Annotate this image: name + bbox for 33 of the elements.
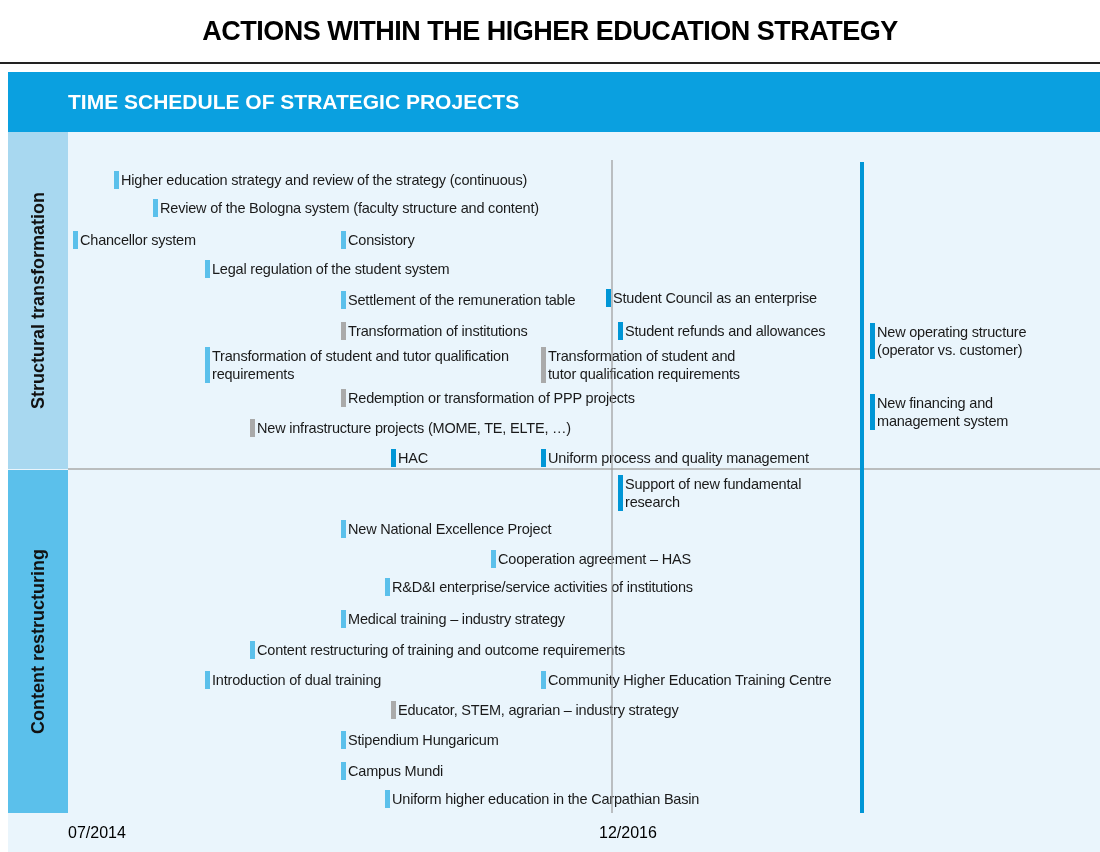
schedule-item: Redemption or transformation of PPP projects [341,389,635,407]
schedule-item: Review of the Bologna system (faculty structure and content) [153,199,539,217]
schedule-item: Higher education strategy and review of the strategy (continuous) [114,171,528,189]
schedule-item: Legal regulation of the student system [205,260,450,278]
schedule-item: Educator, STEM, agrarian – industry strategy [391,701,679,719]
schedule-item: Uniform higher education in the Carpathian Basin [385,790,700,808]
schedule-item: Transformation of institutions [341,322,528,340]
schedule-item: Introduction of dual training [205,671,382,689]
schedule-item: R&D&I enterprise/service activities of institutions [385,578,693,596]
schedule-item: Transformation of student and tutor qualification requirements [205,347,530,383]
schedule-item: Chancellor system [73,231,196,249]
schedule-item: Settlement of the remuneration table [341,291,576,309]
band-label: Content restructuring [8,470,68,813]
schedule-item: Community Higher Education Training Centre [541,671,832,689]
date-label: 12/2016 [599,824,657,842]
schedule-item: Support of new fundamental research [618,475,825,511]
schedule-item: Consistory [341,231,415,249]
schedule-item: New financing and management system [870,394,1057,430]
band-label: Structural transformation [8,132,68,469]
schedule-item: New National Excellence Project [341,520,552,538]
schedule-item: Student Council as an enterprise [606,289,817,307]
schedule-item: Student refunds and allowances [618,322,826,340]
schedule-item: Transformation of student and tutor qualification requirements [541,347,748,383]
header-band: TIME SCHEDULE OF STRATEGIC PROJECTS [8,72,1100,132]
title: ACTIONS WITHIN THE HIGHER EDUCATION STRATEGY [201,16,899,47]
schedule-item: Stipendium Hungaricum [341,731,499,749]
schedule-item: New operating structure (operator vs. customer) [870,323,1052,359]
schedule-item: Medical training – industry strategy [341,610,565,628]
schedule-item: Campus Mundi [341,762,444,780]
schedule-item: New infrastructure projects (MOME, TE, ELTE, …) [250,419,571,437]
schedule-item: Content restructuring of training and outcome requirements [250,641,626,659]
date-label: 07/2014 [68,824,126,842]
schedule-item: Cooperation agreement – HAS [491,550,691,568]
